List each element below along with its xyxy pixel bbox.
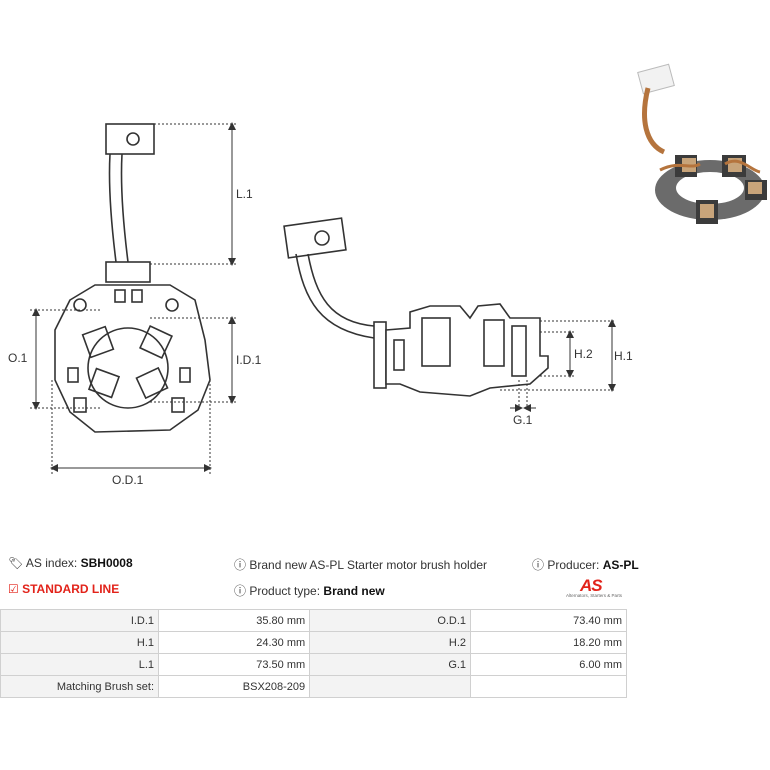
producer: ⓘ Producer: AS-PL [532, 558, 639, 572]
table-row: Matching Brush set:BSX208-209 [0, 675, 627, 698]
spec-value-2: 73.40 mm [470, 609, 627, 632]
info-icon: ⓘ [234, 558, 247, 572]
spec-label-2: O.D.1 [309, 609, 472, 632]
side-view [283, 217, 549, 397]
spec-value-2: 6.00 mm [470, 653, 627, 676]
info-icon: ⓘ [234, 584, 247, 598]
description: ⓘ Brand new AS-PL Starter motor brush ho… [234, 558, 488, 572]
spec-value: 35.80 mm [158, 609, 311, 632]
dim-h1-label: H.1 [614, 349, 633, 363]
dim-od1-label: O.D.1 [112, 473, 144, 487]
product-type-value: Brand new [323, 584, 385, 598]
as-index-value: SBH0008 [80, 556, 133, 570]
info-icon: ⓘ [532, 558, 545, 572]
spec-value: 24.30 mm [158, 631, 311, 654]
product-type: ⓘ Product type: Brand new [234, 584, 385, 598]
dim-h2-label: H.2 [574, 347, 593, 361]
spec-label-2: H.2 [309, 631, 472, 654]
spec-label-2 [309, 675, 472, 698]
spec-label: H.1 [0, 631, 160, 654]
front-dimensions [30, 122, 238, 474]
side-dimensions [500, 319, 616, 412]
brush-holder-drawing: L.1 O.1 I.D.1 O.D.1 [8, 122, 633, 487]
spec-label: I.D.1 [0, 609, 160, 632]
as-pl-logo: AS Alternators, Starters & Parts [566, 576, 623, 598]
front-view [54, 123, 211, 433]
spec-label: Matching Brush set: [0, 675, 160, 698]
check-square-icon: ☑ [8, 582, 19, 596]
spec-label-2: G.1 [309, 653, 472, 676]
spec-value: 73.50 mm [158, 653, 311, 676]
producer-value: AS-PL [602, 558, 639, 572]
spec-value: BSX208-209 [158, 675, 311, 698]
product-photo [637, 63, 767, 224]
spec-value-2: 18.20 mm [470, 631, 627, 654]
dim-o1-label: O.1 [8, 351, 28, 365]
dim-g1-label: G.1 [513, 413, 533, 427]
spec-value-2 [470, 675, 627, 698]
technical-drawing: L.1 O.1 I.D.1 O.D.1 [8, 122, 633, 487]
dim-l1-label: L.1 [236, 187, 253, 201]
spec-label: L.1 [0, 653, 160, 676]
standard-line-badge: ☑ STANDARD LINE [8, 582, 120, 596]
tag-icon: 🏷︎ [8, 556, 24, 570]
dim-id1-label: I.D.1 [236, 353, 262, 367]
as-index: 🏷︎ AS index: SBH0008 [8, 556, 133, 570]
